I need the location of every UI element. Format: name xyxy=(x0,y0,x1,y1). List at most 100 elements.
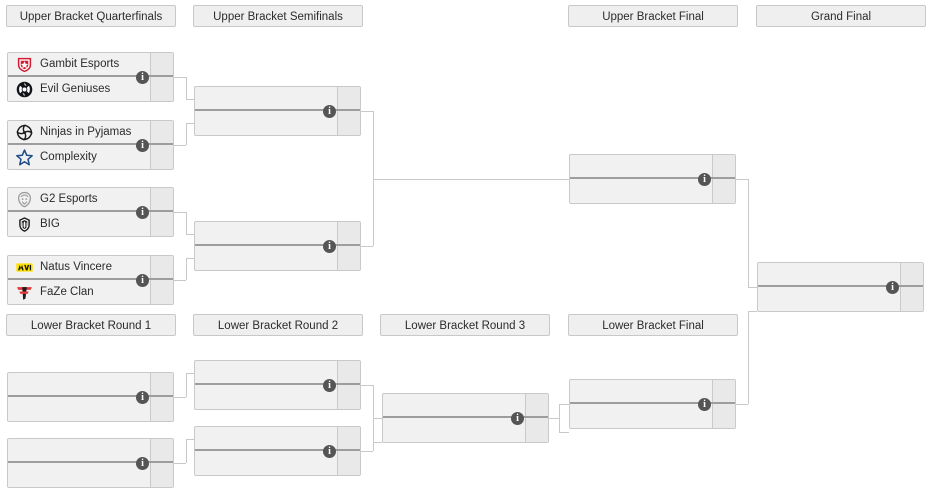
match-team-row[interactable]: G2 Esports xyxy=(8,188,173,212)
bracket-connector xyxy=(361,246,373,247)
match-score-cell xyxy=(900,287,923,311)
match-info-icon[interactable]: i xyxy=(136,456,149,470)
match-team-row[interactable]: Natus Vincere xyxy=(8,256,173,280)
match-box[interactable]: i xyxy=(757,262,924,312)
match-score-cell xyxy=(150,397,173,421)
complexity-logo xyxy=(15,148,34,167)
match-team-row[interactable] xyxy=(195,222,360,246)
team-logo-placeholder xyxy=(202,429,221,448)
match-team-row[interactable] xyxy=(570,179,735,203)
match-info-icon[interactable]: i xyxy=(323,378,336,392)
bracket-connector xyxy=(748,311,749,404)
bracket-connector xyxy=(186,234,194,235)
match-box[interactable]: i xyxy=(194,86,361,136)
bracket-connector xyxy=(174,397,186,398)
team-name: Complexity xyxy=(40,151,97,163)
bracket-connector xyxy=(186,99,194,100)
bracket-connector xyxy=(186,77,187,99)
round-header[interactable]: Lower Bracket Round 1 xyxy=(6,314,176,336)
match-box[interactable]: i xyxy=(382,393,549,443)
match-team-row[interactable]: FaZe Clan xyxy=(8,280,173,304)
match-box[interactable]: i xyxy=(569,379,736,429)
round-header[interactable]: Upper Bracket Semifinals xyxy=(193,5,363,27)
match-score-cell xyxy=(150,439,173,461)
match-box[interactable]: i xyxy=(7,372,174,422)
round-header[interactable]: Grand Final xyxy=(756,5,926,27)
match-info-icon[interactable]: i xyxy=(136,205,149,219)
match-box[interactable]: i xyxy=(194,426,361,476)
match-team-row[interactable] xyxy=(195,246,360,270)
bracket-connector xyxy=(373,418,374,451)
match-score-cell xyxy=(712,404,735,428)
match-info-icon[interactable]: i xyxy=(323,104,336,118)
bracket-connector xyxy=(186,439,187,463)
bracket-connector xyxy=(361,111,373,112)
bracket-connector xyxy=(174,77,186,78)
match-info-icon[interactable]: i xyxy=(698,397,711,411)
match-team-row[interactable] xyxy=(195,87,360,111)
match-info-icon[interactable]: i xyxy=(136,390,149,404)
team-name: Evil Geniuses xyxy=(40,83,111,95)
team-logo-placeholder xyxy=(390,396,409,415)
bracket-connector xyxy=(559,418,560,432)
bracket-connector xyxy=(186,123,194,124)
match-team-row[interactable] xyxy=(570,155,735,179)
round-header[interactable]: Upper Bracket Quarterfinals xyxy=(6,5,176,27)
match-team-row[interactable] xyxy=(758,287,923,311)
match-box[interactable]: i xyxy=(194,221,361,271)
match-team-row[interactable] xyxy=(383,394,548,418)
bracket-connector xyxy=(373,418,382,419)
match-team-row[interactable] xyxy=(195,111,360,135)
match-team-row[interactable] xyxy=(195,451,360,475)
match-score-cell xyxy=(150,212,173,236)
match-info-icon[interactable]: i xyxy=(511,411,524,425)
bracket-connector xyxy=(174,145,186,146)
match-team-row[interactable] xyxy=(758,263,923,287)
match-team-row[interactable]: Evil Geniuses xyxy=(8,77,173,101)
match-info-icon[interactable]: i xyxy=(886,280,899,294)
match-team-row[interactable] xyxy=(8,373,173,397)
team-logo-placeholder xyxy=(202,363,221,382)
match-info-icon[interactable]: i xyxy=(136,273,149,287)
team-logo-placeholder xyxy=(202,114,221,133)
match-team-row[interactable]: Ninjas in Pyjamas xyxy=(8,121,173,145)
match-info-icon[interactable]: i xyxy=(698,172,711,186)
match-info-icon[interactable]: i xyxy=(136,138,149,152)
match-team-row[interactable] xyxy=(383,418,548,442)
match-info-icon[interactable]: i xyxy=(323,444,336,458)
team-logo-placeholder xyxy=(765,265,784,284)
bracket-connector xyxy=(186,212,187,234)
match-team-row[interactable] xyxy=(570,404,735,428)
evil-geniuses-logo xyxy=(15,80,34,99)
match-box[interactable]: i xyxy=(194,360,361,410)
match-team-row[interactable] xyxy=(8,397,173,421)
natus-vincere-logo xyxy=(15,258,34,277)
bracket-connector xyxy=(736,179,748,180)
match-team-row[interactable]: Gambit Esports xyxy=(8,53,173,77)
match-team-row[interactable] xyxy=(8,463,173,487)
match-team-row[interactable] xyxy=(195,361,360,385)
round-header[interactable]: Lower Bracket Round 2 xyxy=(193,314,363,336)
match-info-icon[interactable]: i xyxy=(323,239,336,253)
match-team-row[interactable] xyxy=(570,380,735,404)
round-header[interactable]: Lower Bracket Final xyxy=(568,314,738,336)
bracket-connector xyxy=(361,385,373,386)
bracket-connector xyxy=(186,439,194,440)
match-team-row[interactable]: Complexity xyxy=(8,145,173,169)
bracket-connector xyxy=(186,258,194,259)
match-team-row[interactable]: BIG xyxy=(8,212,173,236)
match-box[interactable]: i xyxy=(569,154,736,204)
bracket-connector xyxy=(373,179,374,246)
match-team-row[interactable] xyxy=(195,385,360,409)
match-team-row[interactable] xyxy=(195,427,360,451)
match-info-icon[interactable]: i xyxy=(136,70,149,84)
round-header[interactable]: Lower Bracket Round 3 xyxy=(380,314,550,336)
match-box[interactable]: i xyxy=(7,438,174,488)
team-logo-placeholder xyxy=(202,224,221,243)
round-header[interactable]: Upper Bracket Final xyxy=(568,5,738,27)
match-team-row[interactable] xyxy=(8,439,173,463)
